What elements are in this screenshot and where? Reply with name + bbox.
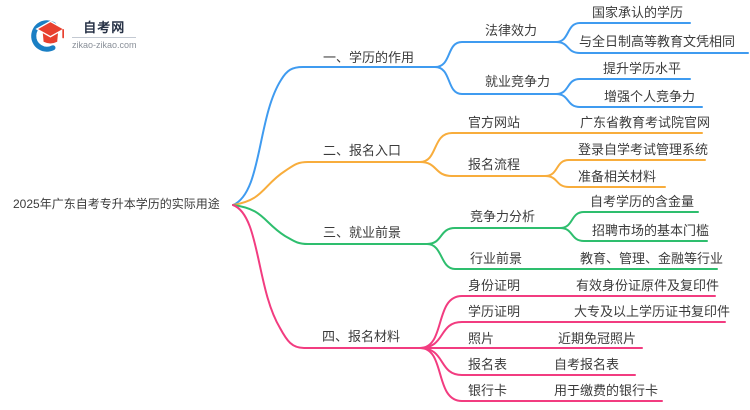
branch-2-main-line	[232, 161, 421, 206]
branch-4-sub-2: 学历证明	[468, 304, 521, 319]
branch-1-sub-1: 法律效力	[485, 23, 538, 38]
branch-3-leaf-1-1: 自考学历的含金量	[590, 194, 695, 209]
branch-1-leaf-2-1: 提升学历水平	[603, 61, 682, 76]
logo-title: 自考网	[83, 20, 126, 35]
branch-1-sub-2: 就业竞争力	[485, 74, 551, 89]
branch-2-sub-1: 官方网站	[468, 115, 521, 130]
branch-2-leaf-1-1: 广东省教育考试院官网	[580, 115, 711, 130]
branch-1-leaf-1-1: 国家承认的学历	[592, 5, 684, 20]
branch-4-sub-1: 身份证明	[468, 278, 521, 293]
branch-2-sub-2: 报名流程	[468, 157, 521, 172]
branch-1-main-line	[232, 66, 436, 206]
root-node: 2025年广东自考专升本学历的实际用途	[13, 197, 220, 211]
branch-4-sub-4: 报名表	[468, 357, 508, 372]
branch-2-leaf-2-2: 准备相关材料	[578, 169, 657, 184]
branch-3-leaf-1-2: 招聘市场的基本门槛	[592, 223, 710, 238]
branch-4-leaf-4-1: 自考报名表	[554, 357, 620, 372]
logo-divider	[72, 37, 137, 38]
branch-4-sub-5: 银行卡	[468, 383, 508, 398]
branch-3-leaf-2-1: 教育、管理、金融等行业	[580, 251, 724, 266]
site-logo: 自考网 zikao-zikao.com	[28, 18, 137, 52]
branch-3-sub-1: 竞争力分析	[470, 209, 536, 224]
logo-text-block: 自考网 zikao-zikao.com	[72, 20, 137, 50]
graduation-cap-logo-icon	[31, 20, 66, 52]
branch-1-topic: 一、学历的作用	[323, 50, 415, 65]
branch-2-leaf-2-1: 登录自学考试管理系统	[578, 142, 709, 157]
branch-3-topic: 三、就业前景	[323, 225, 402, 240]
branch-1-sub-1-line	[434, 41, 557, 68]
branch-4-leaf-5-1: 用于缴费的银行卡	[554, 383, 659, 398]
branch-1-leaf-1-2: 与全日制高等教育文凭相同	[579, 34, 736, 49]
branch-3-sub-2: 行业前景	[470, 251, 523, 266]
branch-3-sub-1-line	[426, 227, 561, 245]
branch-4-leaf-2-1: 大专及以上学历证书复印件	[574, 304, 731, 319]
branch-2-topic: 二、报名入口	[323, 143, 402, 158]
branch-1-connectors	[232, 22, 749, 206]
logo-domain: zikao-zikao.com	[72, 40, 137, 50]
branch-4-leaf-1-1: 有效身份证原件及复印件	[576, 278, 720, 293]
branch-4-sub-3: 照片	[468, 331, 495, 346]
branch-1-leaf-2-2: 增强个人竞争力	[604, 89, 696, 104]
branch-4-topic: 四、报名材料	[322, 329, 401, 344]
branch-4-leaf-3-1: 近期免冠照片	[558, 331, 637, 346]
